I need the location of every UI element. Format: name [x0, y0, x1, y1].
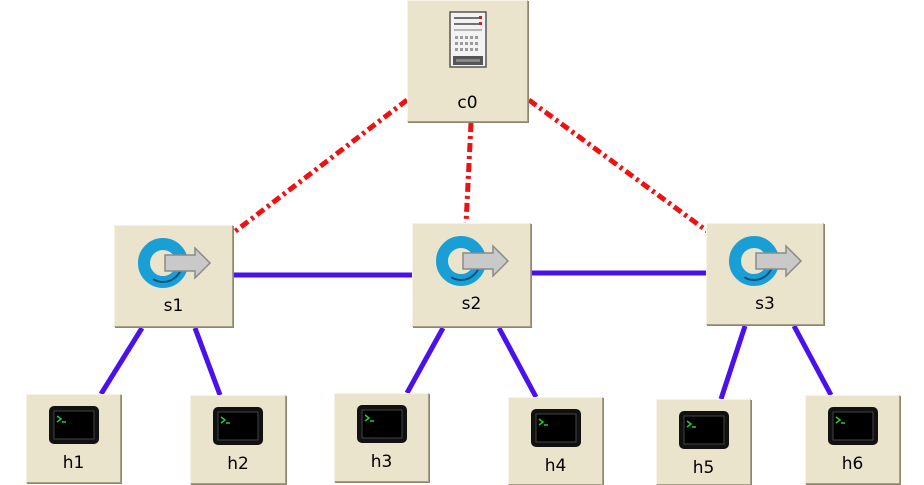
node-h6[interactable]: h6 [805, 395, 900, 484]
node-s2[interactable]: s2 [412, 223, 531, 327]
terminal-icon [678, 410, 730, 454]
link-s3-h6[interactable] [791, 324, 834, 397]
node-label: s2 [461, 294, 482, 314]
node-h2[interactable]: h2 [190, 395, 286, 484]
link-s2-h4[interactable] [496, 326, 539, 399]
link-s3-h5[interactable] [718, 325, 748, 400]
switch-icon [135, 235, 213, 295]
node-s1[interactable]: s1 [114, 225, 233, 327]
terminal-icon [827, 406, 879, 450]
terminal-icon [356, 404, 408, 448]
node-label: h1 [62, 453, 85, 473]
node-h4[interactable]: h4 [508, 397, 603, 485]
node-h5[interactable]: h5 [656, 399, 751, 485]
node-label: h3 [370, 452, 393, 472]
terminal-icon [212, 406, 264, 450]
link-c0-s3[interactable] [527, 97, 709, 234]
node-s3[interactable]: s3 [706, 223, 824, 325]
node-h3[interactable]: h3 [334, 393, 429, 482]
switch-icon [726, 233, 804, 293]
terminal-icon [530, 408, 582, 452]
node-label: c0 [457, 93, 478, 113]
link-c0-s1[interactable] [231, 98, 409, 235]
node-label: s3 [755, 294, 775, 314]
node-label: h6 [841, 454, 864, 474]
node-label: h4 [544, 456, 567, 476]
node-label: h5 [692, 458, 715, 478]
node-h1[interactable]: h1 [26, 394, 121, 483]
link-s2-h3[interactable] [404, 326, 446, 395]
node-label: h2 [227, 454, 249, 474]
node-label: s1 [163, 296, 184, 316]
link-s1-h2[interactable] [192, 327, 223, 396]
server-icon [448, 11, 487, 75]
switch-icon [433, 233, 511, 293]
link-c0-s2[interactable] [463, 122, 474, 225]
node-c0[interactable]: c0 [407, 0, 528, 122]
link-s1-h1[interactable] [98, 326, 145, 396]
terminal-icon [48, 405, 100, 449]
